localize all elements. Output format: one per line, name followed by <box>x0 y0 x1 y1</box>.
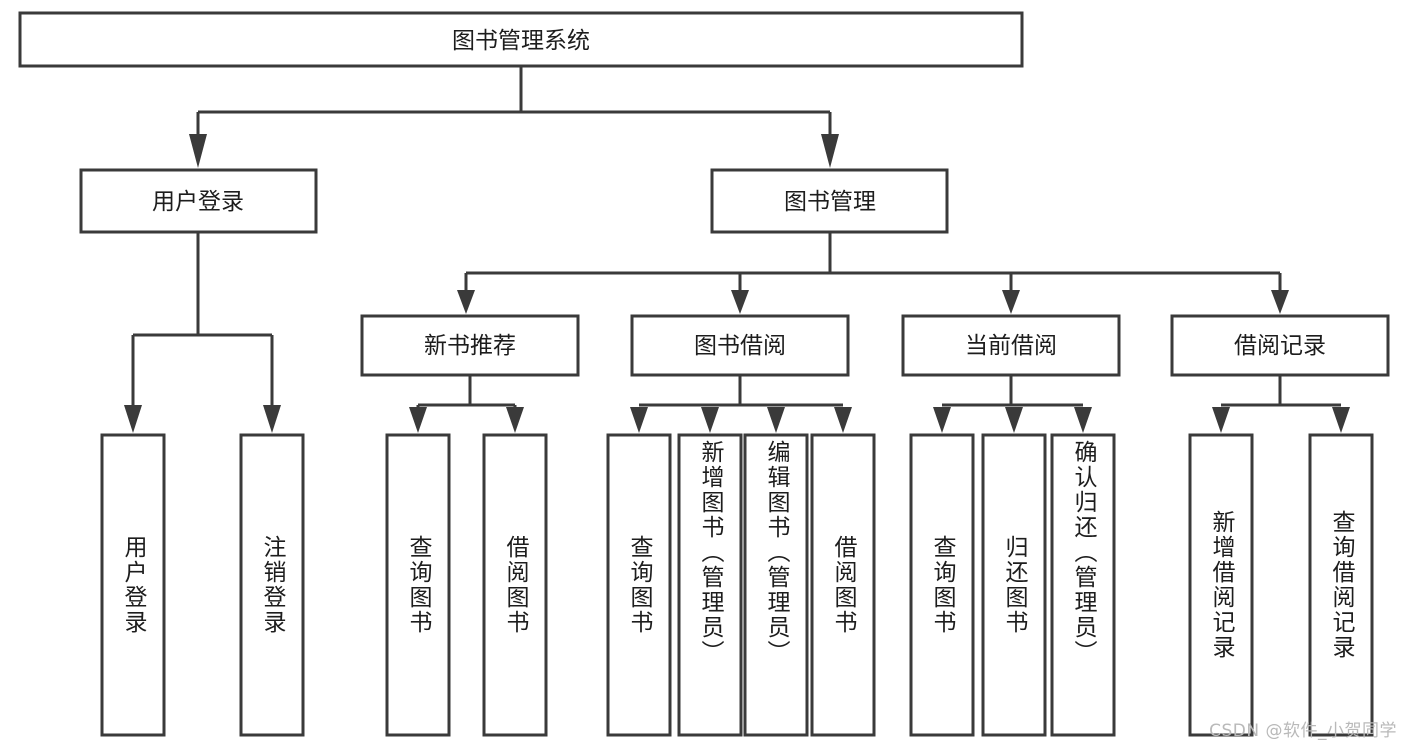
node-book-borrow[interactable]: 图书借阅 <box>630 314 850 377</box>
node-leaf-record-search-record-box[interactable] <box>1308 433 1374 737</box>
arrow-head-leaf-borrow-search-book <box>630 407 648 433</box>
node-new-book-recommend-box[interactable] <box>360 314 580 377</box>
connector-group-root <box>189 66 839 168</box>
arrow-head-leaf-current-return-book <box>1005 407 1023 433</box>
node-new-book-recommend[interactable]: 新书推荐 <box>360 314 580 377</box>
arrow-head-leaf-borrow-edit-book <box>767 407 785 433</box>
arrow-head-leaf-current-confirm-return <box>1074 407 1092 433</box>
node-borrow-record-label: 借阅记录 <box>1234 333 1326 359</box>
node-leaf-borrow-add-book-box[interactable] <box>677 433 743 737</box>
node-leaf-recommend-search-book-box[interactable] <box>385 433 451 737</box>
arrow-head-leaf-record-add-record <box>1212 407 1230 433</box>
connector-group-book-management <box>457 232 1289 314</box>
node-leaf-current-return-book-box[interactable] <box>981 433 1047 737</box>
leaf-boxes <box>100 433 1374 737</box>
node-leaf-user-logout-box[interactable] <box>239 433 305 737</box>
node-leaf-recommend-borrow-book-box[interactable] <box>482 433 548 737</box>
arrow-head-current-borrow <box>1002 290 1020 314</box>
node-user-login-box[interactable] <box>79 168 318 234</box>
node-leaf-borrow-search-book-box[interactable] <box>606 433 672 737</box>
arrow-head-leaf-user-logout <box>263 405 281 433</box>
node-current-borrow-box[interactable] <box>901 314 1121 377</box>
node-borrow-record[interactable]: 借阅记录 <box>1170 314 1390 377</box>
connector-group-current-borrow <box>933 375 1092 433</box>
connector-group-new-book-recommend <box>409 375 524 433</box>
node-book-management-label: 图书管理 <box>784 189 876 215</box>
node-leaf-record-add-record-box[interactable] <box>1188 433 1254 737</box>
node-new-book-recommend-label: 新书推荐 <box>424 333 516 359</box>
connector-group-book-borrow <box>630 375 852 433</box>
node-root[interactable]: 图书管理系统 <box>18 11 1024 68</box>
node-leaf-current-search-book-box[interactable] <box>909 433 975 737</box>
arrow-head-new-book-recommend <box>457 290 475 314</box>
arrow-head-leaf-recommend-borrow-book <box>506 407 524 433</box>
arrow-head-book-borrow <box>731 290 749 314</box>
node-book-borrow-box[interactable] <box>630 314 850 377</box>
connector-group-user-login <box>124 232 281 433</box>
arrow-head-leaf-user-login <box>124 405 142 433</box>
node-book-borrow-label: 图书借阅 <box>694 333 786 359</box>
arrow-head-leaf-borrow-borrow-book <box>834 407 852 433</box>
node-current-borrow[interactable]: 当前借阅 <box>901 314 1121 377</box>
node-leaf-borrow-edit-book-box[interactable] <box>743 433 809 737</box>
arrow-head-book-management <box>821 134 839 168</box>
arrow-head-leaf-current-search-book <box>933 407 951 433</box>
node-user-login-label: 用户登录 <box>152 189 244 215</box>
arrow-head-leaf-record-search-record <box>1332 407 1350 433</box>
arrow-head-leaf-recommend-search-book <box>409 407 427 433</box>
node-leaf-current-confirm-return-box[interactable] <box>1050 433 1116 737</box>
csdn-watermark: CSDN @软件_小贺同学 <box>1209 721 1397 741</box>
node-book-management-box[interactable] <box>710 168 949 234</box>
arrow-head-leaf-borrow-add-book <box>701 407 719 433</box>
connector-group-borrow-record <box>1212 375 1350 433</box>
node-current-borrow-label: 当前借阅 <box>965 333 1057 359</box>
node-borrow-record-box[interactable] <box>1170 314 1390 377</box>
node-book-management[interactable]: 图书管理 <box>710 168 949 234</box>
node-leaf-user-login-box[interactable] <box>100 433 166 737</box>
arrow-head-user-login <box>189 134 207 168</box>
node-root-label: 图书管理系统 <box>452 28 590 54</box>
node-root-box[interactable] <box>18 11 1024 68</box>
node-leaf-borrow-borrow-book-box[interactable] <box>810 433 876 737</box>
arrow-head-borrow-record <box>1271 290 1289 314</box>
node-user-login[interactable]: 用户登录 <box>79 168 318 234</box>
